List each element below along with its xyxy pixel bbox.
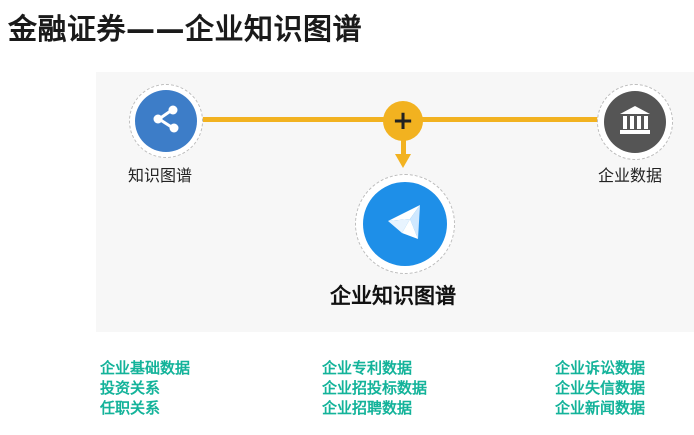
bank-icon: [617, 103, 653, 141]
plus-node: +: [383, 101, 423, 141]
knowledge-graph-node: [129, 84, 203, 158]
data-list-2: 企业专利数据 企业招投标数据 企业招聘数据: [322, 358, 427, 418]
connector-right: [418, 117, 610, 122]
list-item: 企业基础数据: [100, 359, 191, 377]
connector-down: [401, 134, 406, 156]
knowledge-graph-label: 知识图谱: [128, 166, 193, 185]
connector-left: [200, 117, 390, 122]
data-list-3: 企业诉讼数据 企业失信数据 企业新闻数据: [555, 358, 645, 418]
enterprise-data-label: 企业数据: [598, 166, 663, 185]
data-list-1: 企业基础数据 投资关系 任职关系: [100, 358, 190, 418]
list-item: 企业招投标数据: [322, 379, 428, 397]
list-item: 企业失信数据: [555, 379, 646, 397]
connector-arrow: [395, 154, 411, 168]
share-icon: [149, 102, 183, 140]
list-item: 企业专利数据: [322, 359, 413, 377]
list-item: 企业新闻数据: [555, 399, 646, 417]
list-item: 投资关系: [100, 379, 161, 397]
page-title: 金融证券——企业知识图谱: [8, 12, 363, 46]
enterprise-knowledge-graph-node: [355, 174, 455, 274]
list-item: 企业招聘数据: [322, 399, 413, 417]
enterprise-data-node: [597, 84, 673, 160]
enterprise-knowledge-graph-label: 企业知识图谱: [330, 284, 456, 308]
list-item: 任职关系: [100, 399, 161, 417]
brand-logo-icon: [380, 197, 430, 251]
list-item: 企业诉讼数据: [555, 359, 646, 377]
